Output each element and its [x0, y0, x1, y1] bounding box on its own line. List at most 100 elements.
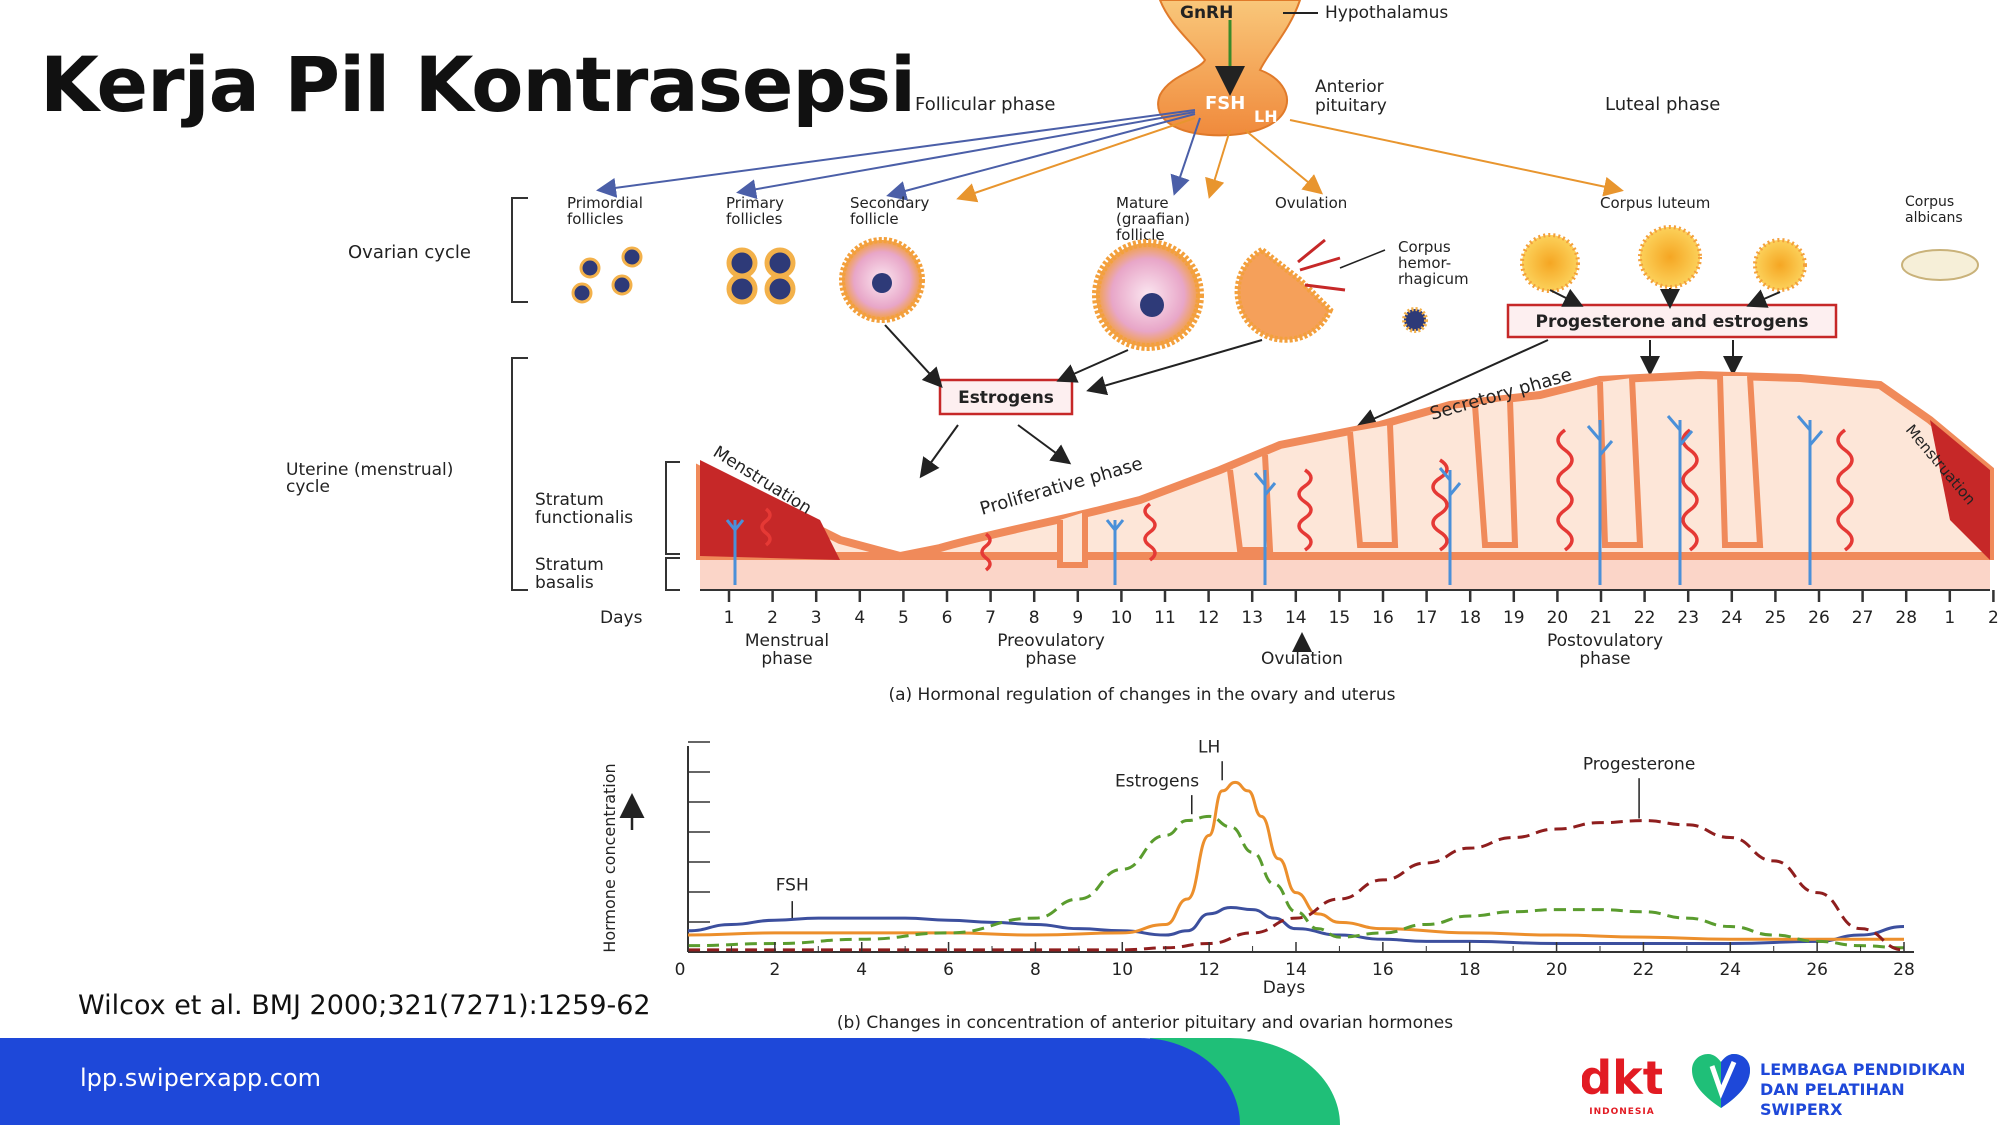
series-lh-label: LH: [1198, 738, 1220, 758]
ovulation-top-label: Ovulation: [1275, 194, 1347, 212]
corpus-hem-label-3: rhagicum: [1398, 270, 1469, 288]
footer-url[interactable]: lpp.swiperxapp.com: [80, 1064, 322, 1092]
day-tick-label: 3: [811, 608, 822, 628]
stratum-basalis-label-1: Stratum: [535, 555, 604, 575]
dkt-logo-text: dkt: [1582, 1051, 1662, 1105]
estrogens-box: [938, 378, 1074, 416]
mature-label-3: follicle: [1116, 226, 1165, 244]
primordial-label-2: follicles: [567, 210, 624, 228]
citation: Wilcox et al. BMJ 2000;321(7271):1259-62: [78, 990, 651, 1021]
heart-shield-icon: [1692, 1054, 1750, 1108]
lpp-line-2: DAN PELATIHAN SWIPERX: [1760, 1080, 1905, 1119]
primary-label-1: Primary: [726, 194, 784, 212]
day-tick-label: 1: [1944, 608, 1955, 628]
days-label: Days: [600, 608, 643, 628]
stratum-functionalis-label-2: functionalis: [535, 508, 633, 528]
chart-x-tick-label: 20: [1546, 960, 1568, 980]
chart-x-tick-label: 10: [1111, 960, 1133, 980]
day-tick-label: 16: [1372, 608, 1394, 628]
footer-blue-band: [0, 1038, 1240, 1125]
day-tick-label: 12: [1198, 608, 1220, 628]
postovulatory-label-2: phase: [1579, 649, 1630, 669]
series-progesterone-label: Progesterone: [1583, 755, 1695, 775]
series-estrogens-label: Estrogens: [1115, 772, 1199, 792]
caption-b: (b) Changes in concentration of anterior…: [837, 1013, 1453, 1033]
footer-bar: lpp.swiperxapp.com: [0, 1038, 2000, 1125]
corpus-albicans-label-2: albicans: [1905, 210, 1963, 226]
luteal-phase-label: Luteal phase: [1605, 94, 1720, 115]
day-tick-label: 10: [1111, 608, 1133, 628]
lpp-swiperx-logo: LEMBAGA PENDIDIKAN DAN PELATIHAN SWIPERX: [1690, 1052, 1990, 1119]
series-progesterone-line: [688, 819, 1905, 952]
corpus-luteum-label: Corpus luteum: [1600, 194, 1710, 212]
corpus-hem-label-1: Corpus: [1398, 238, 1451, 256]
endometrium-illustration: [696, 370, 1994, 590]
pituitary-gland: [1157, 0, 1302, 137]
menstrual-cycle-figure: GnRH Hypothalamus Anterior pituitary FSH…: [286, 0, 1999, 1033]
day-tick-label: 26: [1808, 608, 1830, 628]
series-fsh-label: FSH: [776, 876, 809, 896]
day-tick-label: 14: [1285, 608, 1307, 628]
ovulation-phase-label: Ovulation: [1261, 649, 1343, 669]
day-tick-label: 24: [1721, 608, 1743, 628]
primordial-label-1: Primordial: [567, 194, 643, 212]
day-tick-label: 1: [724, 608, 735, 628]
anterior-pituitary-label-2: pituitary: [1315, 96, 1387, 116]
day-tick-label: 27: [1852, 608, 1874, 628]
stratum-functionalis-label-1: Stratum: [535, 490, 604, 510]
primary-label-2: follicles: [726, 210, 783, 228]
slide-title: Kerja Pil Kontrasepsi: [40, 40, 916, 129]
day-tick-label: 28: [1895, 608, 1917, 628]
fsh-label: FSH: [1205, 93, 1245, 114]
primary-follicles: [726, 247, 796, 305]
anterior-pituitary-label-1: Anterior: [1315, 77, 1384, 97]
lh-arrows: [956, 117, 1624, 203]
chart-ylabel: Hormone concentration: [600, 763, 619, 952]
chart-x-tick-label: 2: [769, 960, 780, 980]
series-estrogens-line: [687, 814, 1905, 950]
uterine-cycle-label-2: cycle: [286, 477, 330, 497]
secondary-follicle: [839, 237, 925, 323]
day-tick-label: 6: [942, 608, 953, 628]
mature-follicle: [1092, 239, 1204, 351]
chart-x-tick-label: 4: [856, 960, 867, 980]
uterine-cycle-label-1: Uterine (menstrual): [286, 460, 453, 480]
chart-x-tick-label: 16: [1372, 960, 1394, 980]
follicular-phase-label: Follicular phase: [915, 94, 1056, 115]
day-tick-label: 23: [1677, 608, 1699, 628]
prog-est-box: [1506, 303, 1838, 339]
day-tick-label: 9: [1072, 608, 1083, 628]
day-tick-label: 13: [1241, 608, 1263, 628]
day-tick-label: 8: [1029, 608, 1040, 628]
gnrh-label: GnRH: [1180, 3, 1233, 23]
fsh-arrows: [596, 109, 1201, 201]
chart-x-tick-label: 8: [1030, 960, 1041, 980]
chart-x-tick-label: 6: [943, 960, 954, 980]
lpp-line-1: LEMBAGA PENDIDIKAN: [1760, 1060, 1966, 1079]
series-lh-line: [687, 780, 1904, 941]
corpus-luteum-stages: [1520, 225, 1807, 293]
corpus-hem-label-2: hemor-: [1398, 254, 1451, 272]
chart-x-tick-label: 26: [1806, 960, 1828, 980]
day-tick-label: 20: [1547, 608, 1569, 628]
mature-label-1: Mature: [1116, 194, 1169, 212]
ovarian-cycle-label: Ovarian cycle: [348, 242, 471, 263]
caption-a: (a) Hormonal regulation of changes in th…: [888, 685, 1395, 705]
chart-x-tick-label: 28: [1893, 960, 1915, 980]
dkt-logo-subtext: INDONESIA: [1589, 1107, 1654, 1117]
day-tick-label: 5: [898, 608, 909, 628]
day-tick-label: 22: [1634, 608, 1656, 628]
dkt-logo: dkt INDONESIA: [1582, 1051, 1662, 1117]
day-tick-label: 11: [1154, 608, 1176, 628]
day-tick-label: 2: [767, 608, 778, 628]
ovulation-follicle: [1234, 238, 1428, 343]
secondary-label-1: Secondary: [850, 194, 930, 212]
menstrual-phase-label-2: phase: [761, 649, 812, 669]
chart-xlabel: Days: [1263, 978, 1306, 998]
secondary-label-2: follicle: [850, 210, 899, 228]
day-tick-label: 2: [1988, 608, 1999, 628]
primordial-follicles: [571, 246, 643, 304]
chart-x-tick-label: 0: [675, 960, 686, 980]
day-tick-label: 19: [1503, 608, 1525, 628]
